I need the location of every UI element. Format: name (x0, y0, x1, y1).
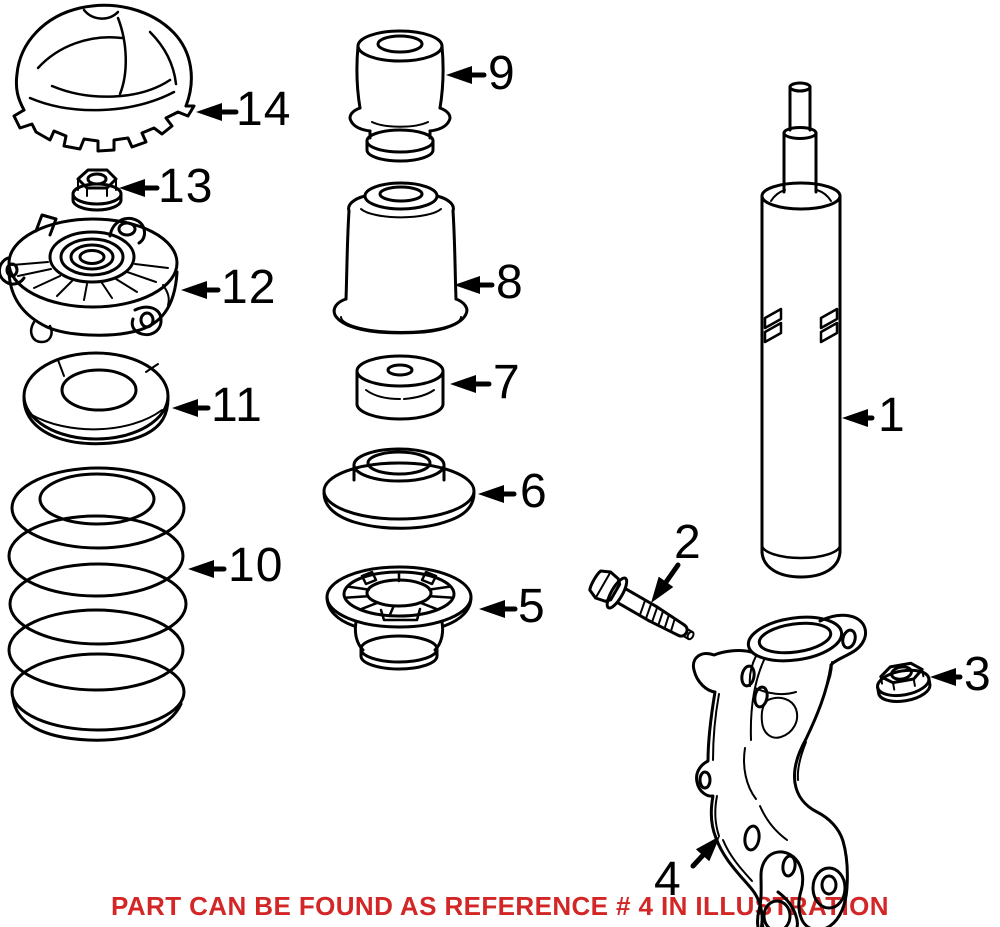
callout-label-11: 11 (211, 379, 263, 432)
callout-arrow-10 (188, 560, 227, 578)
callout-label-13: 13 (158, 160, 214, 213)
callout-arrow-14 (196, 103, 239, 121)
callout-arrow-7 (450, 375, 492, 393)
callout-arrow-11 (172, 399, 211, 417)
callout-label-2: 2 (674, 516, 702, 569)
callout-label-6: 6 (520, 465, 548, 518)
callout-arrow-2 (651, 562, 681, 603)
pinch-bolt-drawing (588, 569, 695, 641)
callout-label-3: 3 (964, 648, 992, 701)
callout-arrow-12 (181, 281, 221, 299)
upper-spring-seat-drawing (322, 447, 476, 530)
callout-label-9: 9 (488, 47, 516, 100)
dust-boot-drawing (332, 181, 469, 335)
callout-arrow-4 (690, 836, 720, 869)
callout-label-10: 10 (228, 539, 284, 592)
spacer-bushing-drawing (355, 354, 445, 421)
callout-arrow-9 (446, 66, 487, 84)
strut-mount-cap-drawing (12, 3, 196, 153)
strut-mount-drawing (0, 213, 179, 344)
coil-spring-drawing (7, 466, 188, 742)
callout-label-8: 8 (496, 256, 524, 309)
callout-label-14: 14 (236, 83, 292, 136)
callout-arrow-8 (454, 276, 495, 294)
callout-arrow-13 (119, 179, 160, 197)
lower-spring-plate-drawing (325, 565, 473, 671)
flange-nut-drawing (876, 661, 932, 703)
strut-drawing (760, 81, 842, 579)
steering-knuckle-drawing (691, 613, 867, 927)
callout-label-4: 4 (654, 853, 682, 906)
callout-arrows (119, 66, 963, 869)
bump-stop-drawing (348, 29, 452, 163)
callout-label-7: 7 (493, 356, 521, 409)
callout-label-1: 1 (878, 389, 906, 442)
spring-insulator-ring-drawing (22, 351, 170, 446)
callout-label-12: 12 (221, 261, 277, 314)
callout-arrow-6 (478, 485, 517, 503)
callout-arrow-1 (842, 409, 875, 427)
callout-arrow-5 (479, 600, 518, 618)
callout-label-5: 5 (518, 580, 546, 633)
callout-arrow-3 (930, 668, 963, 686)
strut-mount-nut-drawing (71, 168, 123, 212)
